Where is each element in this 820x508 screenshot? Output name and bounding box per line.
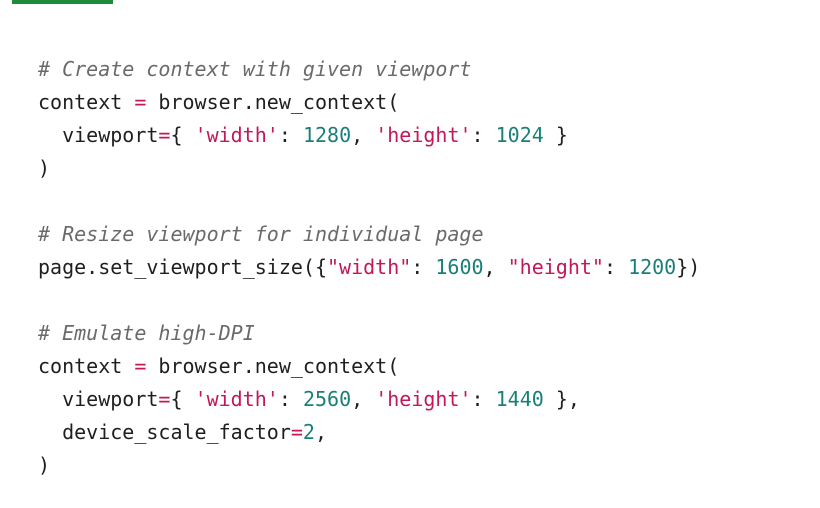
code-number: 1200 bbox=[628, 255, 677, 279]
code-text: { bbox=[170, 387, 195, 411]
code-text: viewport bbox=[38, 123, 159, 147]
code-text: : bbox=[471, 387, 496, 411]
code-line: context = browser.new_context( bbox=[38, 86, 700, 119]
code-text: context bbox=[38, 354, 135, 378]
code-number: 2 bbox=[302, 420, 315, 444]
code-operator: = bbox=[158, 387, 171, 411]
code-string: 'height' bbox=[375, 387, 472, 411]
code-text: context bbox=[38, 90, 135, 114]
code-block[interactable]: # Create context with given viewport cont… bbox=[38, 53, 700, 482]
code-line bbox=[38, 284, 700, 317]
code-text: , bbox=[483, 255, 508, 279]
code-line: ) bbox=[38, 152, 700, 185]
code-number: 1024 bbox=[495, 123, 544, 147]
code-operator: = bbox=[134, 90, 147, 114]
code-number: 1600 bbox=[435, 255, 484, 279]
code-line: # Create context with given viewport bbox=[38, 53, 700, 86]
code-text: browser.new_context( bbox=[146, 90, 400, 114]
code-text: { bbox=[170, 123, 195, 147]
code-line: viewport={ 'width': 2560, 'height': 1440… bbox=[38, 383, 700, 416]
code-line: page.set_viewport_size({"width": 1600, "… bbox=[38, 251, 700, 284]
code-line: device_scale_factor=2, bbox=[38, 416, 700, 449]
code-line bbox=[38, 185, 700, 218]
code-text: : bbox=[278, 387, 303, 411]
code-operator: = bbox=[134, 354, 147, 378]
code-string: "height" bbox=[507, 255, 604, 279]
code-text: }) bbox=[676, 255, 701, 279]
code-text: : bbox=[603, 255, 629, 279]
code-text: : bbox=[471, 123, 496, 147]
code-text: , bbox=[351, 387, 376, 411]
code-text: : bbox=[411, 255, 436, 279]
active-tab-indicator bbox=[12, 0, 113, 4]
code-text: browser.new_context( bbox=[146, 354, 400, 378]
code-number: 1280 bbox=[302, 123, 352, 147]
code-line: viewport={ 'width': 1280, 'height': 1024… bbox=[38, 119, 700, 152]
code-string: "width" bbox=[326, 255, 412, 279]
code-string: 'height' bbox=[375, 123, 472, 147]
code-string: 'width' bbox=[194, 387, 279, 411]
code-line: context = browser.new_context( bbox=[38, 350, 700, 383]
code-text: viewport bbox=[38, 387, 159, 411]
code-text: device_scale_factor bbox=[38, 420, 291, 444]
code-comment: # Create context with given viewport bbox=[38, 57, 472, 81]
code-text: } bbox=[543, 123, 568, 147]
code-text: , bbox=[314, 420, 328, 444]
code-text: , bbox=[351, 123, 376, 147]
code-operator: = bbox=[290, 420, 303, 444]
code-line: ) bbox=[38, 449, 700, 482]
code-line: # Emulate high-DPI bbox=[38, 317, 700, 350]
code-string: 'width' bbox=[194, 123, 279, 147]
code-text: ) bbox=[38, 453, 51, 477]
code-operator: = bbox=[158, 123, 171, 147]
code-comment: # Resize viewport for individual page bbox=[38, 222, 484, 246]
code-line: # Resize viewport for individual page bbox=[38, 218, 700, 251]
code-text: : bbox=[278, 123, 303, 147]
code-text: page.set_viewport_size({ bbox=[38, 255, 327, 279]
code-number: 1440 bbox=[495, 387, 544, 411]
code-comment: # Emulate high-DPI bbox=[38, 321, 255, 345]
code-number: 2560 bbox=[302, 387, 352, 411]
code-text: ) bbox=[38, 156, 51, 180]
code-text: }, bbox=[543, 387, 580, 411]
